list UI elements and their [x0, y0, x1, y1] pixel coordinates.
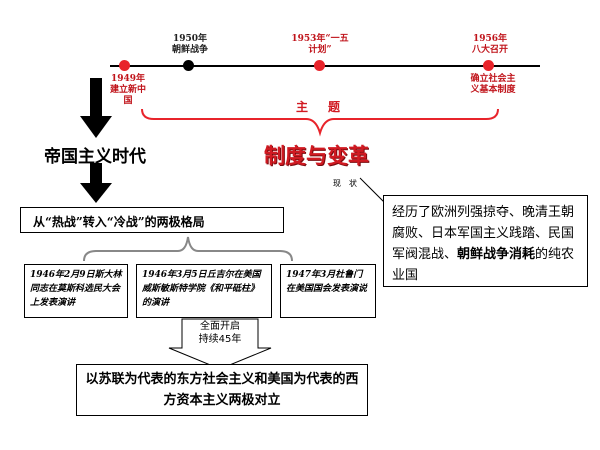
- theme-brace: [141, 108, 499, 137]
- down-arrow-1: [80, 78, 112, 138]
- speech-truman-text: 1947年3月杜鲁门在美国国会发表演说: [286, 270, 368, 294]
- pattern-text: 从“热战”转入“冷战”的两极格局: [33, 215, 205, 229]
- timeline-label-1949: 1949年建立新中国: [109, 74, 146, 106]
- arrow-line-2: 持续45年: [198, 334, 242, 345]
- timeline-label-1953: 1953年“一五计划”: [291, 34, 349, 55]
- status-connector: [359, 177, 385, 203]
- timeline-label-socialism: 确立社会主义基本制度: [470, 74, 516, 95]
- status-text-end: 的纯农业国: [392, 247, 575, 283]
- speech-stalin-text: 1946年2月9日斯大林同志在莫斯科选民大会上发表演讲: [30, 270, 122, 308]
- theme-title: 制度与变革: [264, 144, 369, 168]
- timeline-label-1950: 1950年朝鲜战争: [171, 34, 208, 55]
- era-title: 帝国主义时代: [44, 147, 146, 167]
- status-text: 经历了欧洲列强掠夺、晚清王朝腐败、日本军国主义践踏、民国军阀混战、: [392, 205, 575, 262]
- speech-truman: 1947年3月杜鲁门在美国国会发表演说: [280, 264, 376, 318]
- speech-churchill: 1946年3月5日丘吉尔在美国威斯敏斯特学院《和平砥柱》的演讲: [136, 264, 272, 318]
- conclusion-text: 以苏联为代表的东方社会主义和美国为代表的西方资本主义两极对立: [85, 372, 359, 408]
- arrow-line-1: 全面开启: [200, 321, 240, 332]
- status-box: 经历了欧洲列强掠夺、晚清王朝腐败、日本军国主义践踏、民国军阀混战、朝鲜战争消耗的…: [383, 195, 588, 287]
- timeline-dot-1956: [483, 60, 494, 71]
- timeline-dot-1949: [119, 60, 130, 71]
- status-label: 现状: [333, 179, 365, 188]
- speech-bracket: [83, 236, 293, 262]
- speech-churchill-text: 1946年3月5日丘吉尔在美国威斯敏斯特学院《和平砥柱》的演讲: [142, 270, 261, 308]
- block-arrow: [168, 318, 272, 370]
- timeline-label-1956: 1956年八大召开: [471, 34, 508, 55]
- down-arrow-2: [80, 163, 112, 203]
- timeline-dot-1953: [314, 60, 325, 71]
- conclusion-box: 以苏联为代表的东方社会主义和美国为代表的西方资本主义两极对立: [76, 364, 368, 416]
- pattern-box: 从“热战”转入“冷战”的两极格局: [20, 207, 284, 233]
- speech-stalin: 1946年2月9日斯大林同志在莫斯科选民大会上发表演讲: [24, 264, 128, 318]
- status-highlight: 朝鲜战争消耗: [457, 247, 536, 262]
- theme-label: 主题: [296, 100, 361, 114]
- timeline-axis: [110, 65, 540, 67]
- timeline-dot-1950: [183, 60, 194, 71]
- block-arrow-text: 全面开启 持续45年: [182, 320, 258, 346]
